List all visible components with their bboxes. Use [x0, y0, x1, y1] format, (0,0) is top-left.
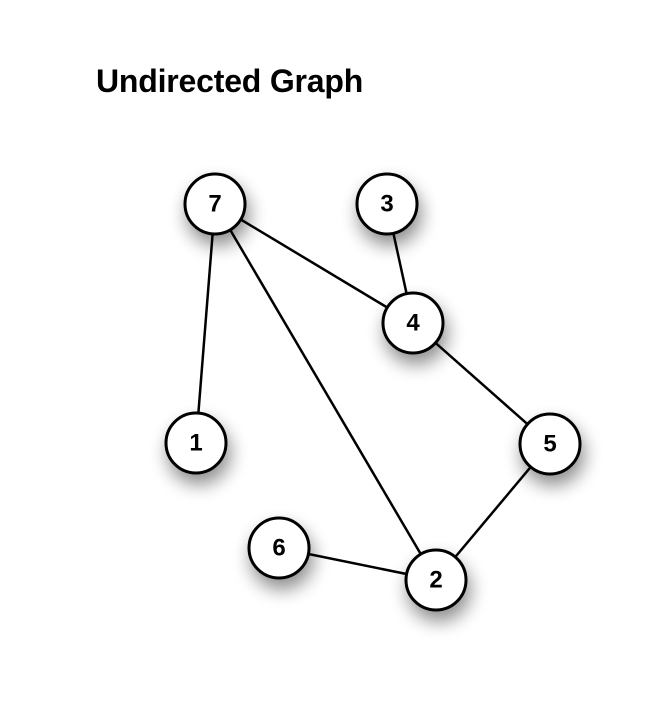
node-4: 4: [381, 291, 445, 355]
node-label-2: 2: [429, 567, 442, 594]
nodes-layer: 7 3 4 1 5 6 2: [164, 172, 582, 612]
node-circle-5: [518, 412, 582, 476]
node-circle-7: [183, 172, 247, 236]
edge-7-2: [213, 203, 438, 581]
edge-7-4: [214, 202, 414, 325]
edges-layer: [194, 202, 551, 582]
node-circle-3: [355, 172, 419, 236]
node-3: 3: [355, 172, 419, 236]
node-label-1: 1: [189, 430, 202, 457]
node-1: 1: [164, 411, 228, 475]
node-label-6: 6: [272, 535, 285, 562]
node-7: 7: [183, 172, 247, 236]
node-label-5: 5: [543, 431, 556, 458]
node-circle-4: [381, 291, 445, 355]
diagram-title: Undirected Graph: [96, 63, 364, 99]
node-circle-6: [247, 516, 311, 580]
node-circle-2: [404, 548, 468, 612]
node-6: 6: [247, 516, 311, 580]
node-label-7: 7: [208, 191, 221, 218]
node-label-3: 3: [380, 191, 393, 218]
node-label-4: 4: [406, 310, 420, 337]
node-circle-1: [164, 411, 228, 475]
edge-7-1: [194, 203, 217, 444]
node-2: 2: [404, 548, 468, 612]
node-5: 5: [518, 412, 582, 476]
